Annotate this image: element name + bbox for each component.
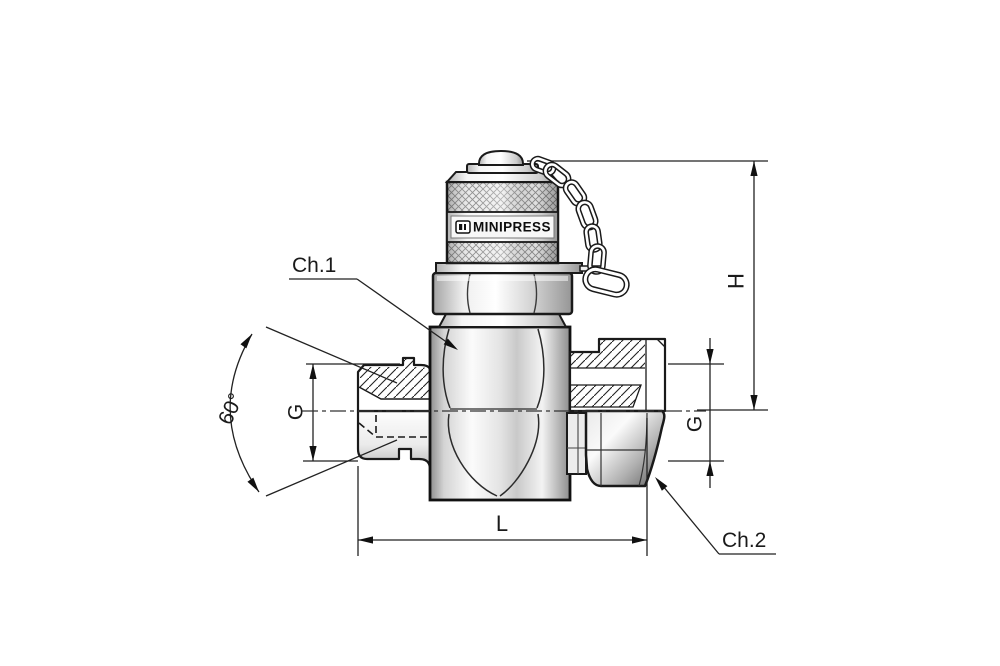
callout-ch1: Ch.1 <box>289 254 458 350</box>
main-hex-body <box>428 325 572 502</box>
body-block <box>428 325 572 502</box>
left-port-hidden-lines <box>358 415 429 438</box>
g-left-arrow-top <box>309 364 317 379</box>
l-arrow-right <box>632 536 647 544</box>
angle-label: 60° <box>214 390 248 428</box>
dimension-g-right <box>668 338 724 488</box>
ch1-leader <box>356 278 456 349</box>
g-left-arrow-bottom <box>309 446 317 461</box>
cap-chain <box>529 155 630 298</box>
ch1-label: Ch.1 <box>292 254 336 277</box>
right-port-washer <box>566 412 587 475</box>
dimension-g-left <box>303 363 400 462</box>
right-port-section-edges <box>571 338 666 411</box>
cap-hex-nut <box>431 271 574 316</box>
left-port-male-stud <box>356 356 432 469</box>
angle-line-upper <box>265 326 398 384</box>
ch1-arrow <box>443 338 458 350</box>
minipress-logo <box>455 220 471 234</box>
dimension-h <box>527 160 768 411</box>
l-label: L <box>496 511 508 536</box>
angle-line-lower <box>265 439 398 497</box>
g-right-arrow-top <box>706 349 714 364</box>
g-right-arrow-bottom <box>706 461 714 476</box>
angle-arrow-bottom <box>247 477 259 492</box>
right-port-section-hatch-sleeve <box>571 385 641 407</box>
chain-link <box>529 155 557 177</box>
g-left-label: G <box>285 404 308 420</box>
dimension-angle-60 <box>229 326 398 497</box>
angle-arc <box>229 333 260 493</box>
ch2-arrow <box>655 477 668 491</box>
g-right-label: G <box>684 416 707 432</box>
l-arrow-left <box>358 536 373 544</box>
upper-collar <box>437 313 568 328</box>
right-port-washer-lines <box>567 413 586 474</box>
cap-flange <box>435 262 583 274</box>
body-hex-face-curves <box>442 328 545 497</box>
right-port-female-swivel <box>566 337 667 488</box>
chain-link-end <box>582 266 630 298</box>
right-port-section-hatch-outer <box>571 340 645 368</box>
ch2-label: Ch.2 <box>722 529 766 552</box>
angle-arrow-top <box>240 334 252 349</box>
h-arrow-top <box>750 161 758 176</box>
h-arrow-bottom <box>750 395 758 410</box>
left-port-lower-outline <box>356 409 432 469</box>
dimension-l <box>357 418 648 556</box>
left-port-section-hatch <box>360 359 429 398</box>
left-port-cone-and-bore-line <box>358 386 429 400</box>
h-label: H <box>724 273 749 289</box>
protection-cap: MINIPRESS <box>435 149 603 274</box>
right-port-nut-lower <box>584 409 666 488</box>
cap-label-band-inner <box>450 215 555 239</box>
ch2-leader <box>657 479 720 555</box>
brand-label: MINIPRESS <box>473 220 551 235</box>
cap-hex-nut-highlight <box>437 276 568 281</box>
cap-knob <box>477 149 525 166</box>
callout-ch2: Ch.2 <box>655 477 776 555</box>
